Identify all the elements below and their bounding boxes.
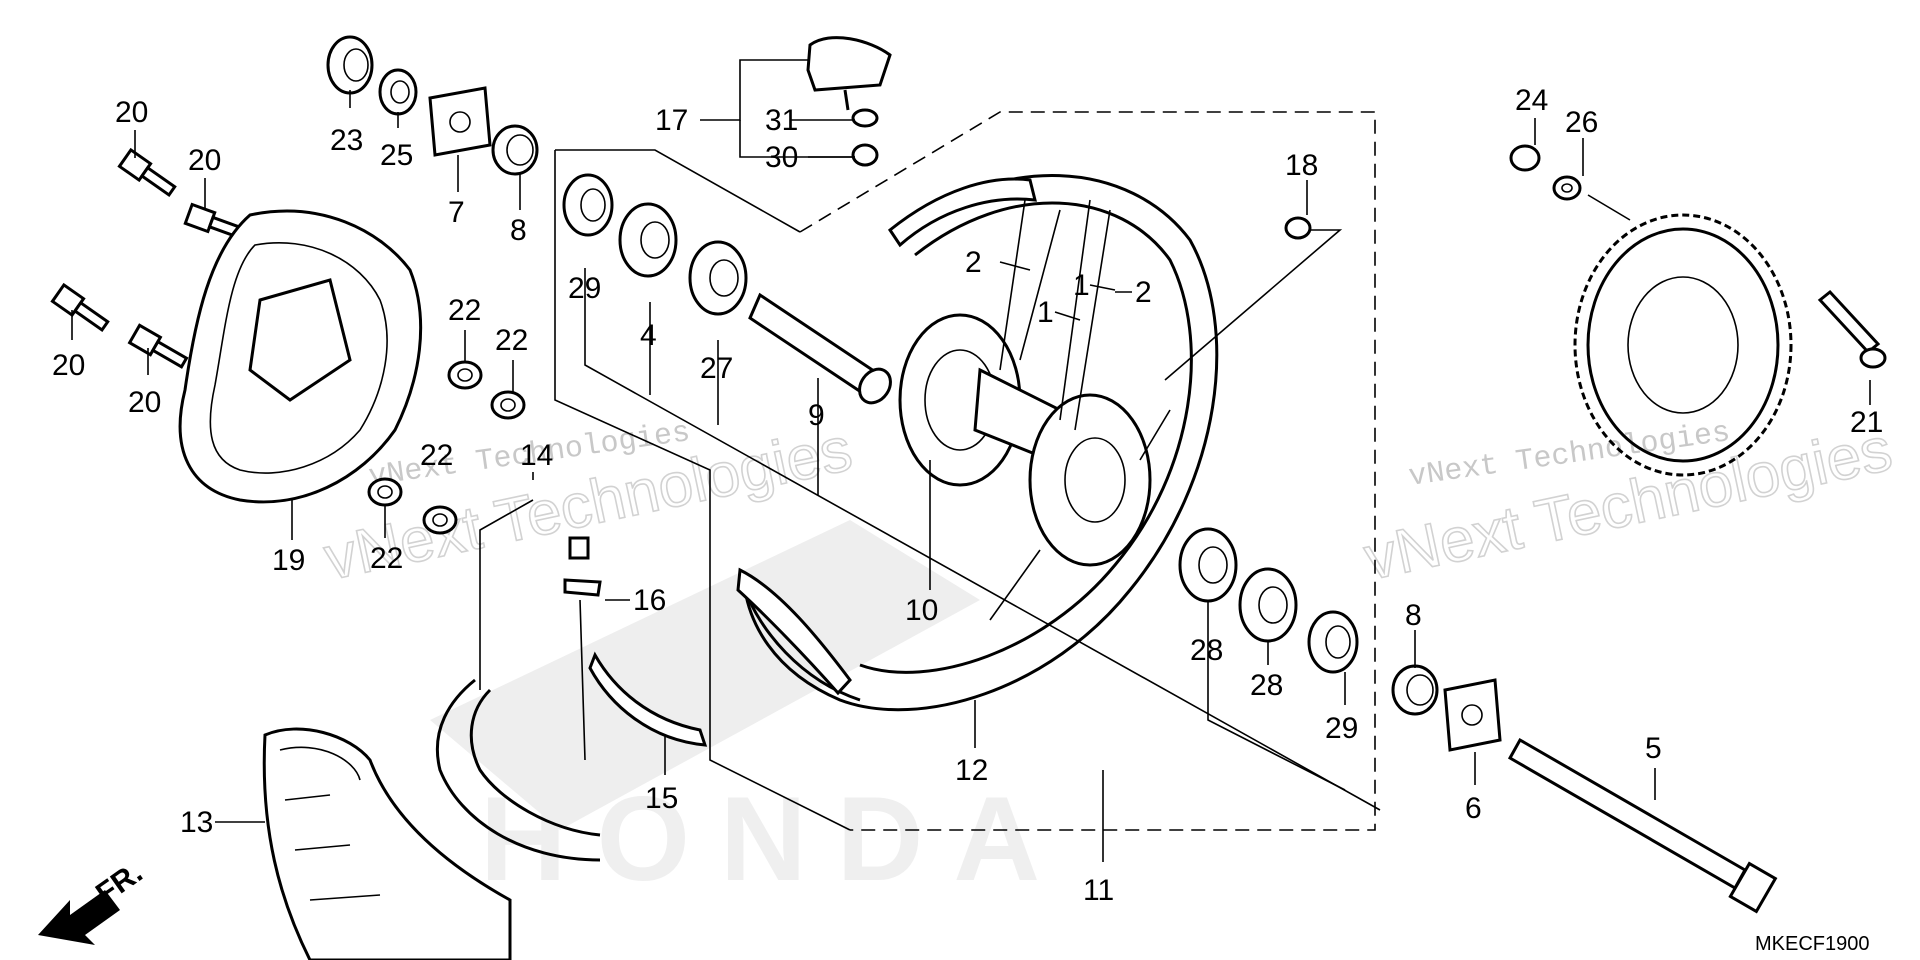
seal-25 [378, 68, 418, 116]
callout-21: 21 [1850, 406, 1883, 439]
callout-8: 8 [510, 214, 527, 247]
callout-20: 20 [128, 386, 161, 419]
sprocket-parts [1509, 144, 1887, 477]
hub-assembly-10 [898, 199, 1171, 621]
bearing-29-right [1307, 610, 1359, 674]
bearing-parts-right [1178, 527, 1778, 914]
front-direction-indicator: FR. [38, 856, 149, 945]
callout-28: 28 [1190, 634, 1223, 667]
callout-23: 23 [330, 124, 363, 157]
bolt-icon [127, 323, 189, 369]
nut-24 [1509, 144, 1541, 172]
callout-11: 11 [1083, 874, 1114, 907]
callout-9: 9 [808, 399, 825, 432]
callout-12: 12 [955, 754, 988, 787]
sprocket-icon [1573, 213, 1793, 477]
callout-2: 2 [965, 246, 982, 279]
callout-22: 22 [448, 294, 481, 327]
callout-18: 18 [1285, 149, 1318, 182]
callout-22: 22 [495, 324, 528, 357]
bearing-28-a [1178, 527, 1238, 603]
valve-16 [563, 536, 602, 597]
nut-30 [851, 143, 879, 167]
bolt-icon [50, 282, 110, 332]
callout-2: 2 [1135, 276, 1152, 309]
adjuster-block-7 [428, 86, 492, 157]
nut-22-group [367, 360, 526, 535]
callout-20: 20 [115, 96, 148, 129]
callout-30: 30 [765, 141, 798, 174]
callout-22: 22 [370, 542, 403, 575]
tube-and-valve-parts [435, 536, 708, 862]
leader-lines [71, 59, 1871, 862]
collar-8-right [1391, 664, 1439, 716]
dotted-shading [430, 520, 980, 830]
callout-4: 4 [640, 319, 657, 352]
callout-17: 17 [655, 104, 688, 137]
bearing-28-b [1238, 567, 1298, 643]
collar-8-left [491, 124, 539, 176]
nut-icon [422, 505, 458, 535]
rim-lock-parts [806, 36, 892, 167]
callout-6: 6 [1465, 792, 1482, 825]
callout-1: 1 [1073, 269, 1090, 302]
diagram-code: MKECF1900 [1755, 933, 1870, 955]
arrow-left-icon [38, 890, 120, 945]
bearing-29-left [562, 173, 614, 237]
callout-5: 5 [1645, 732, 1662, 765]
callout-16: 16 [633, 584, 666, 617]
callout-8: 8 [1405, 599, 1422, 632]
callout-22: 22 [420, 439, 453, 472]
bolt-21 [1817, 289, 1887, 369]
axle-5 [1507, 737, 1778, 914]
callout-28: 28 [1250, 669, 1283, 702]
callout-labels: 20 20 20 20 19 23 25 7 8 22 22 22 22 14 … [52, 84, 1883, 955]
callout-10: 10 [905, 594, 938, 627]
callout-1: 1 [1037, 296, 1054, 329]
bearing-parts-left [562, 173, 748, 316]
callout-29: 29 [568, 272, 601, 305]
nut-icon [447, 360, 483, 390]
nut-icon [367, 477, 403, 507]
callout-26: 26 [1565, 106, 1598, 139]
valve-cap-18 [1284, 216, 1312, 240]
rim-assembly [736, 174, 1219, 712]
bolt-icon [117, 147, 177, 197]
callout-27: 27 [700, 352, 733, 385]
callout-19: 19 [272, 544, 305, 577]
callout-31: 31 [765, 104, 798, 137]
callout-24: 24 [1515, 84, 1548, 117]
nut-31 [851, 108, 879, 128]
callout-15: 15 [645, 782, 678, 815]
callout-20: 20 [52, 349, 85, 382]
callout-25: 25 [380, 139, 413, 172]
callout-14: 14 [520, 439, 553, 472]
distance-collar-9 [748, 292, 892, 405]
hub-damper-4 [618, 202, 678, 278]
callout-13: 13 [180, 806, 213, 839]
callout-7: 7 [448, 196, 465, 229]
bearing-27 [688, 240, 748, 316]
assembly-outline [554, 111, 1376, 831]
collar-23 [326, 35, 374, 95]
callout-20: 20 [188, 144, 221, 177]
adjuster-block-6 [1443, 678, 1502, 752]
spacer-collar-parts-left [326, 35, 539, 176]
nut-icon [490, 390, 526, 420]
callout-29: 29 [1325, 712, 1358, 745]
washer-26 [1552, 175, 1582, 201]
tire-13 [262, 727, 512, 960]
brake-disc-19 [178, 209, 423, 504]
